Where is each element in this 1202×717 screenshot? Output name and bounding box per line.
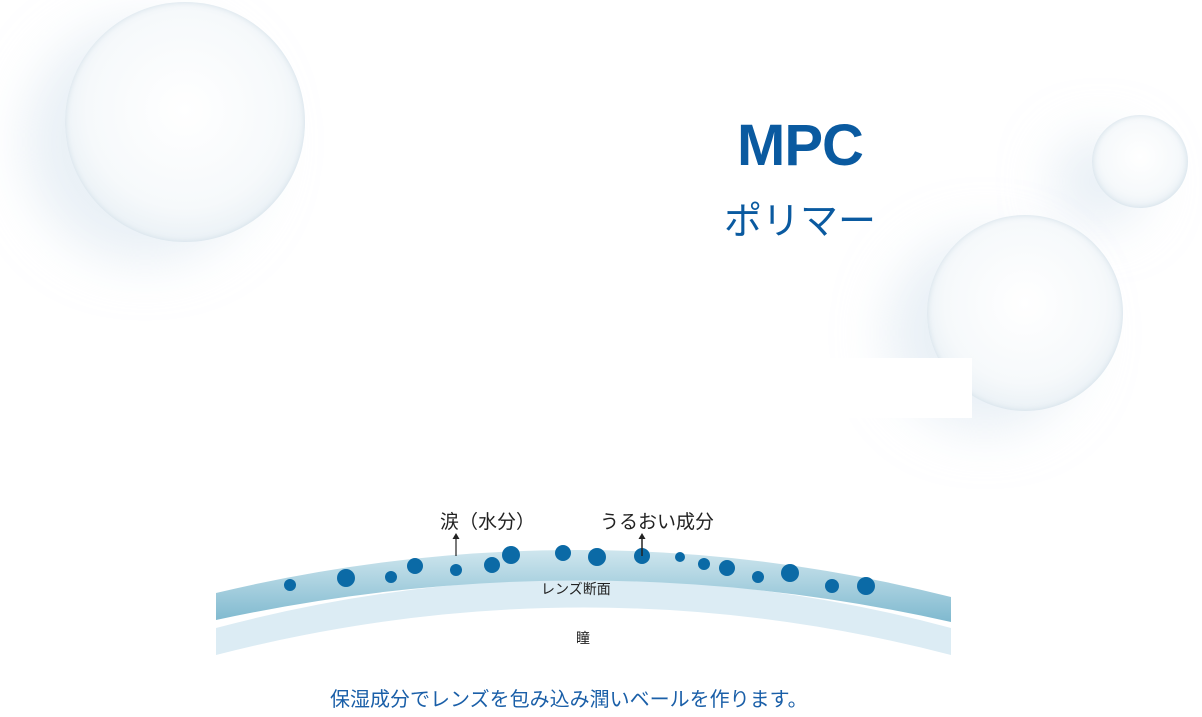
caption: 保湿成分でレンズを包み込み潤いベールを作ります。: [330, 687, 808, 711]
moisture-dot: [698, 558, 710, 570]
moisture-dot: [484, 557, 500, 573]
moisture-dot: [781, 564, 799, 582]
moisture-dots: [284, 545, 875, 595]
label-eye: 瞳: [576, 631, 590, 647]
moisture-dot: [555, 545, 571, 561]
moisture-dot: [752, 571, 764, 583]
label-tears: 涙（水分）: [440, 511, 536, 533]
water-drop-large: [65, 2, 305, 242]
moisture-dot: [825, 579, 839, 593]
white-mask: [826, 358, 972, 418]
eye-band: [216, 579, 951, 655]
moisture-dot: [588, 548, 606, 566]
moisture-dot: [385, 571, 397, 583]
label-moisture: うるおい成分: [600, 511, 715, 533]
moisture-dot: [502, 546, 520, 564]
heading-polymer: ポリマー: [723, 199, 876, 243]
heading-mpc: MPC: [737, 113, 864, 178]
moisture-dot: [719, 560, 735, 576]
moisture-arrow-head: [638, 533, 646, 539]
moisture-dot: [337, 569, 355, 587]
moisture-dot: [857, 577, 875, 595]
water-drop-small: [1092, 115, 1188, 208]
tears-arrow-head: [452, 533, 460, 539]
moisture-dot: [284, 579, 296, 591]
moisture-dot: [407, 558, 423, 574]
moisture-dot: [450, 564, 462, 576]
moisture-dot: [675, 552, 685, 562]
label-lens-section: レンズ断面: [541, 582, 611, 598]
lens-band: [216, 549, 951, 622]
